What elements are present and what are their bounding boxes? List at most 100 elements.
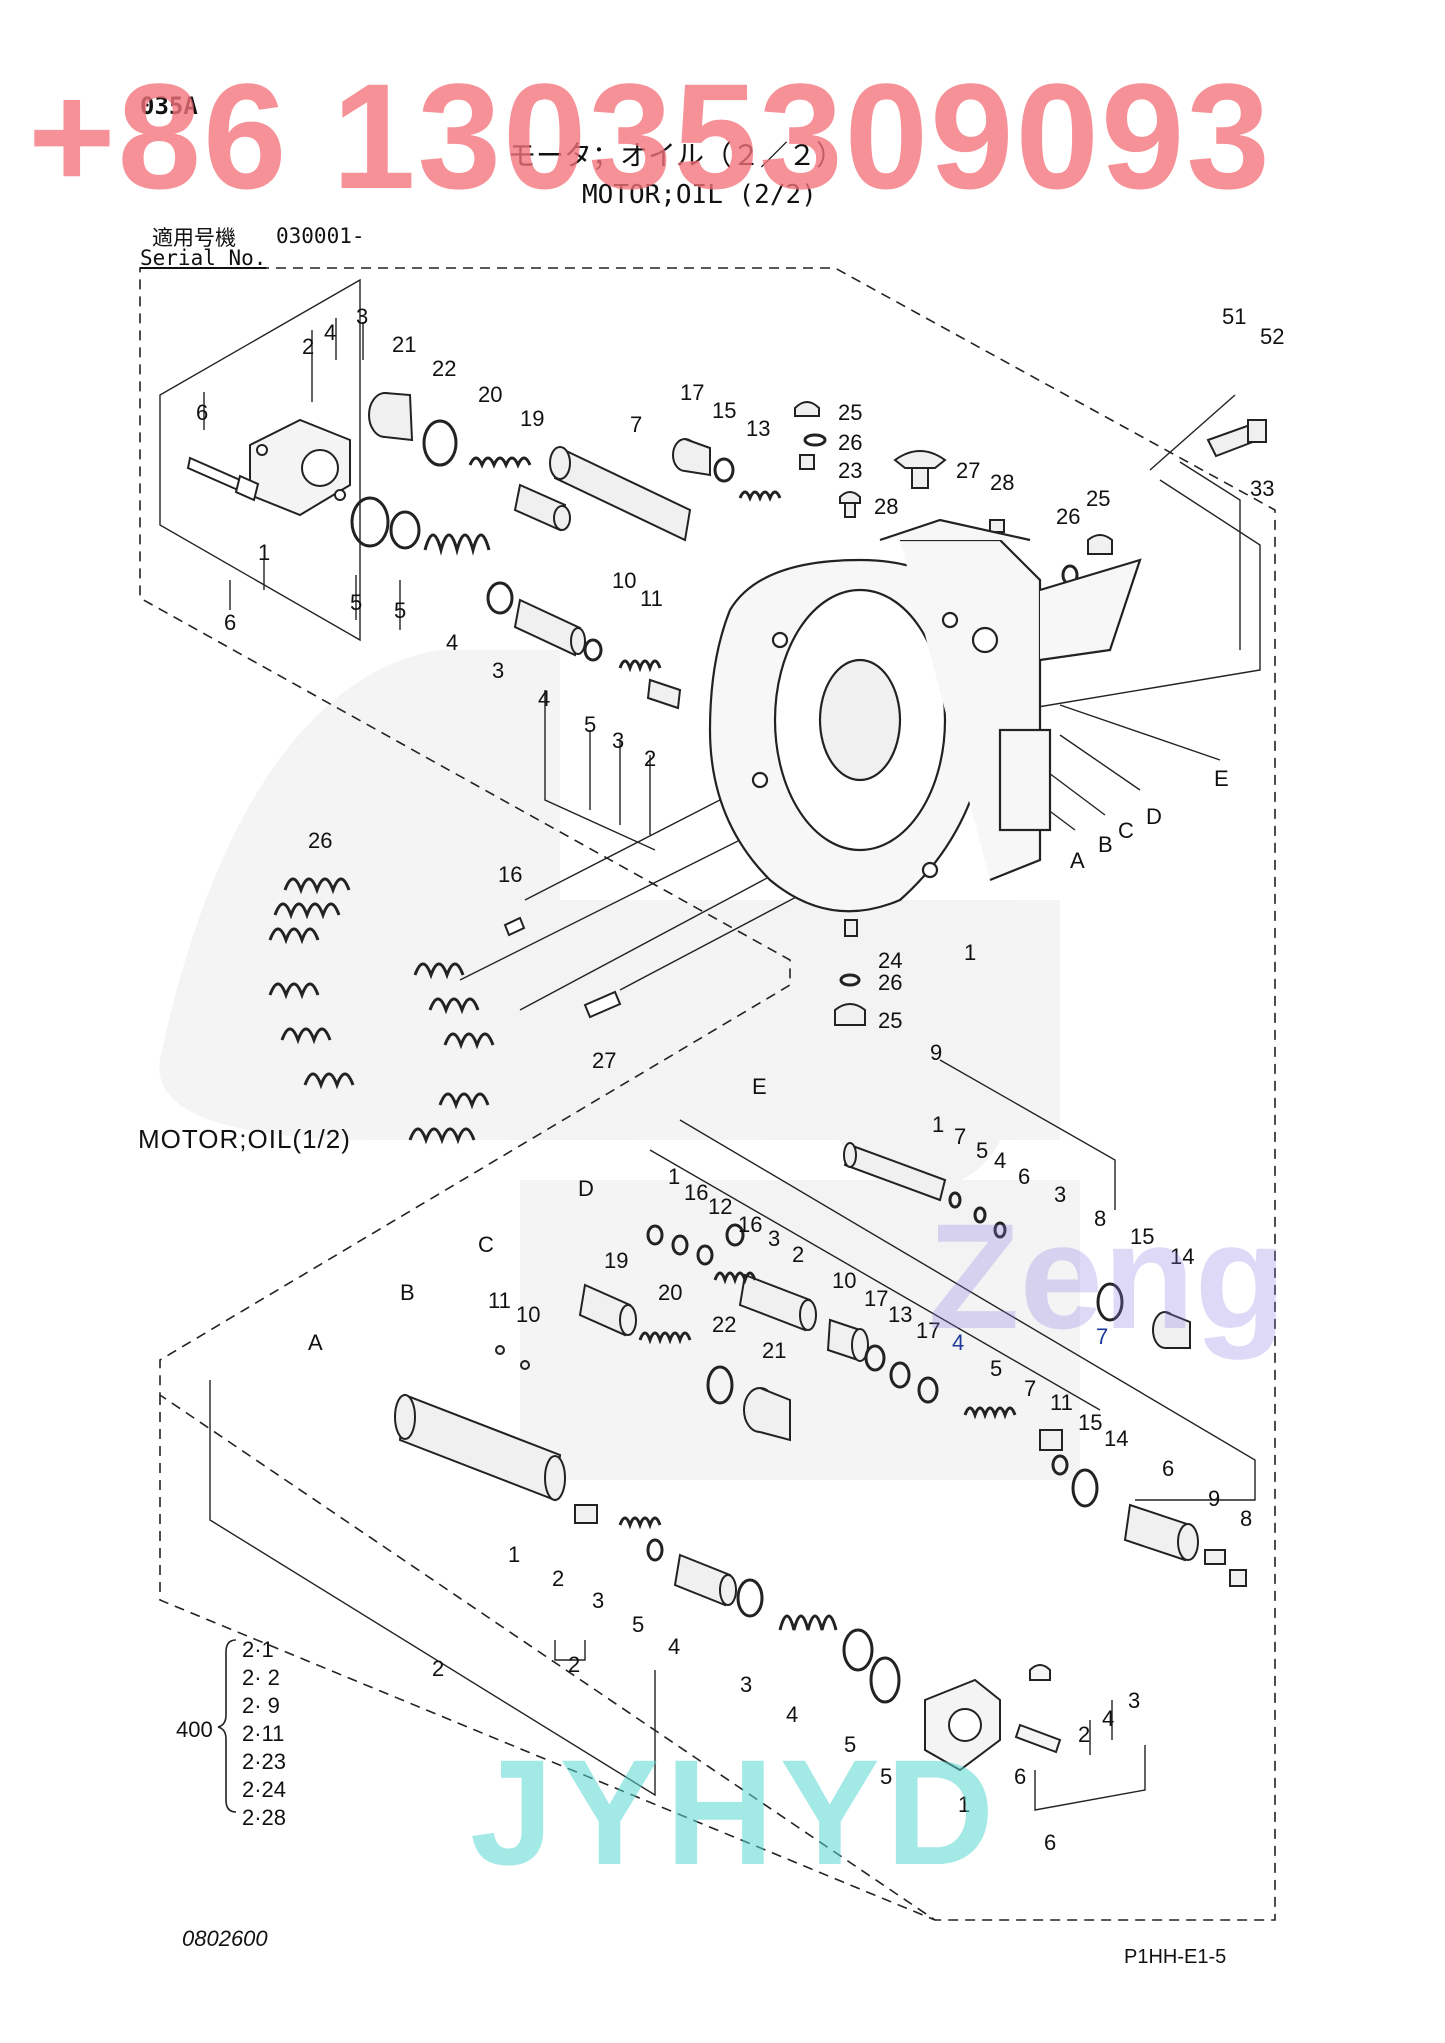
- callout: 6: [196, 400, 209, 425]
- callout: 2: [1078, 1722, 1091, 1747]
- part-orings-lower: [646, 1191, 1124, 1704]
- callout: 7: [954, 1124, 967, 1149]
- callout: 5: [844, 1732, 857, 1757]
- callout: 20: [478, 382, 503, 407]
- callout: 28: [874, 494, 899, 519]
- part-orings: [350, 419, 1079, 987]
- kit-item: 2·1: [242, 1637, 274, 1662]
- part-spool-lower-a: [394, 1393, 566, 1502]
- callout: 4: [446, 630, 459, 655]
- callout: 4: [538, 686, 551, 711]
- callout: A: [308, 1330, 323, 1355]
- callout: 10: [612, 568, 637, 593]
- callout: 24: [878, 948, 903, 973]
- callout: 51: [1222, 304, 1247, 329]
- callout: 1: [258, 540, 271, 565]
- callout: 4: [786, 1702, 799, 1727]
- part-sleeve-lower-19: [578, 1283, 637, 1337]
- part-flange-upper-left: [249, 418, 351, 517]
- callout: 3: [1054, 1182, 1067, 1207]
- callout: 27: [956, 458, 981, 483]
- callout: 17: [864, 1286, 889, 1311]
- kit-item: 2·11: [242, 1721, 285, 1746]
- callout: 15: [712, 398, 737, 423]
- callout: 6: [1014, 1764, 1027, 1789]
- callout: 12: [708, 1194, 733, 1219]
- serial-label-en: Serial No.: [140, 246, 267, 270]
- callout: 4: [994, 1148, 1007, 1173]
- callout: 10: [516, 1302, 541, 1327]
- callout: C: [1118, 818, 1134, 843]
- callout: 4: [952, 1330, 965, 1355]
- part-sleeve-lower-4: [673, 1553, 737, 1607]
- callout: 13: [888, 1302, 913, 1327]
- callout: 4: [324, 320, 337, 345]
- callout: 5: [394, 598, 407, 623]
- page-code: 035A: [140, 92, 198, 120]
- part-spring-stack: [268, 877, 495, 1145]
- callout: 27: [592, 1048, 617, 1073]
- kit-item: 2·24: [242, 1777, 287, 1802]
- callout: 2: [552, 1566, 565, 1591]
- callout: 26: [308, 828, 333, 853]
- callout: 2: [432, 1656, 445, 1681]
- watermark-phone: +86 13035309093: [28, 52, 1272, 220]
- background-logo: [159, 650, 1080, 1480]
- callout: 6: [1018, 1164, 1031, 1189]
- callout: 16: [684, 1180, 709, 1205]
- part-plug-lower-14: [1152, 1311, 1191, 1349]
- callout: 7: [1024, 1376, 1037, 1401]
- kit-brace: [217, 1639, 237, 1813]
- callout: 7: [1096, 1324, 1109, 1349]
- callout: 2: [644, 746, 657, 771]
- callout: 11: [1050, 1390, 1073, 1415]
- callout: 52: [1260, 324, 1285, 349]
- kit-item: 2·23: [242, 1749, 287, 1774]
- kit-item: 2·28: [242, 1805, 287, 1830]
- leader-lines: [159, 278, 1261, 1811]
- callout: 11: [640, 586, 663, 611]
- callout: 33: [1250, 476, 1275, 501]
- callout: 14: [1170, 1244, 1195, 1269]
- lower-assembly-boundary: [159, 1395, 936, 1921]
- callout: D: [578, 1176, 594, 1201]
- part-plug-17: [672, 438, 711, 477]
- part-plug-lower-21: [743, 1387, 791, 1442]
- watermark-brand: JYHYD: [470, 1728, 1001, 1896]
- callout: 9: [930, 1040, 943, 1065]
- callout: 14: [1104, 1426, 1129, 1451]
- callout: 4: [1102, 1706, 1115, 1731]
- kit-items: 2·1 2· 2 2· 9 2·11 2·23 2·24 2·28: [242, 1636, 286, 1832]
- callout: 1: [932, 1112, 945, 1137]
- callout: 6: [224, 610, 237, 635]
- callout: B: [400, 1280, 415, 1305]
- part-motor-housing: [708, 518, 1142, 913]
- callout: 25: [878, 1008, 903, 1033]
- callout: 19: [604, 1248, 629, 1273]
- callout: 3: [592, 1588, 605, 1613]
- part-cap-lower-6: [1123, 1503, 1199, 1562]
- callout: 6: [1044, 1830, 1057, 1855]
- callout: E: [1214, 766, 1229, 791]
- part-sleeve-4: [513, 598, 586, 657]
- drawing-number: 0802600: [182, 1926, 268, 1951]
- callout: 2: [302, 334, 315, 359]
- callout: 3: [612, 728, 625, 753]
- watermark-name: Zeng: [928, 1192, 1287, 1360]
- callout: 3: [492, 658, 505, 683]
- callout: 2: [792, 1242, 805, 1267]
- part-sleeve-lower-10: [826, 1318, 869, 1362]
- callout: 17: [916, 1318, 941, 1343]
- callout: 17: [680, 380, 705, 405]
- kit-label: 400: [176, 1717, 213, 1742]
- callout: 23: [838, 458, 863, 483]
- callout: 5: [584, 712, 597, 737]
- callout: 9: [1208, 1486, 1221, 1511]
- part-springs-lower: [618, 1271, 1017, 1631]
- kit-item: 2· 9: [242, 1693, 280, 1718]
- callout: 1: [508, 1542, 521, 1567]
- callout: 26: [838, 430, 863, 455]
- page-reference: P1HH-E1-5: [1124, 1946, 1227, 1968]
- callout: 6: [1162, 1456, 1175, 1481]
- callout: 21: [762, 1338, 787, 1363]
